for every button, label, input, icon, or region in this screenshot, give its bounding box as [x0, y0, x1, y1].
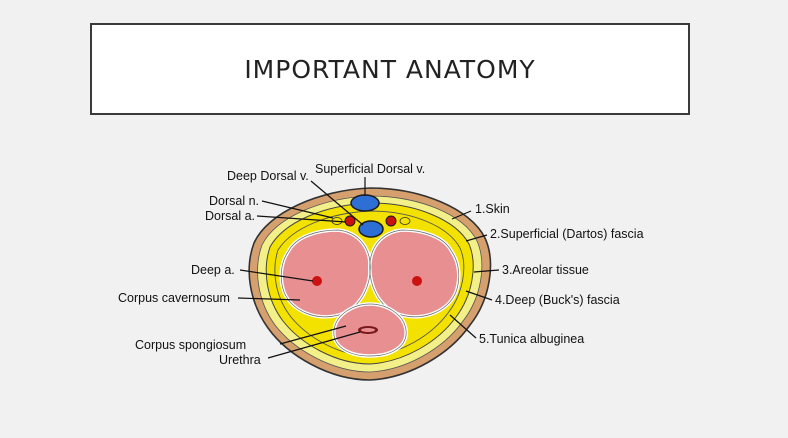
dorsal-artery-left — [344, 215, 356, 227]
dorsal-artery-right — [385, 215, 397, 227]
label-bucks: 4.Deep (Buck's) fascia — [495, 293, 620, 307]
label-dorsal-n: Dorsal n. — [209, 194, 259, 208]
label-superficial-dorsal-v: Superficial Dorsal v. — [315, 162, 425, 176]
label-corpus-spongiosum: Corpus spongiosum — [135, 338, 246, 352]
superficial-dorsal-vein — [350, 194, 380, 212]
label-corpus-cavernosum: Corpus cavernosum — [118, 291, 230, 305]
slide-title: IMPORTANT ANATOMY — [244, 54, 536, 84]
label-deep-dorsal-v: Deep Dorsal v. — [227, 169, 309, 183]
deep-artery-left — [312, 276, 322, 286]
label-tunica: 5.Tunica albuginea — [479, 332, 584, 346]
title-box: IMPORTANT ANATOMY — [90, 23, 690, 115]
deep-dorsal-vein — [358, 220, 384, 238]
dorsal-nerve-right — [399, 217, 411, 225]
label-urethra: Urethra — [219, 353, 261, 367]
label-deep-a: Deep a. — [191, 263, 235, 277]
label-dorsal-a: Dorsal a. — [205, 209, 255, 223]
deep-artery-right — [412, 276, 422, 286]
label-areolar: 3.Areolar tissue — [502, 263, 589, 277]
label-dartos: 2.Superficial (Dartos) fascia — [490, 227, 644, 241]
label-skin: 1.Skin — [475, 202, 510, 216]
